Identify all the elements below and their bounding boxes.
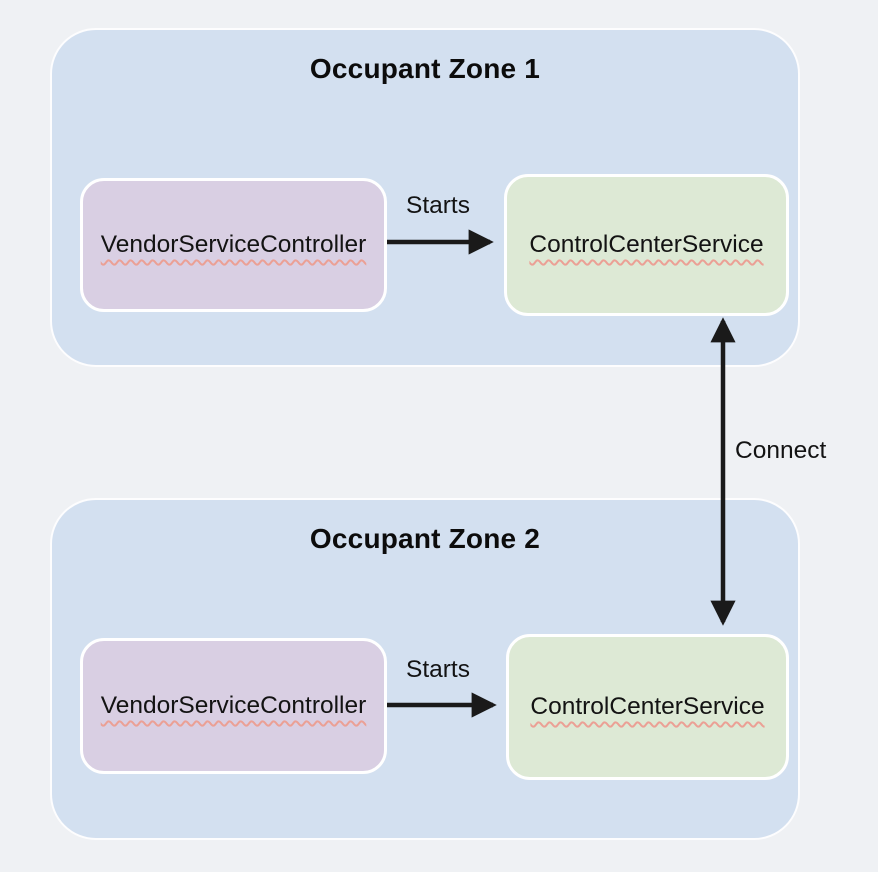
node-label-control-center-service-zone1: ControlCenterService: [529, 231, 764, 258]
occupant-zone-2: Occupant Zone 2 VendorServiceController …: [50, 498, 800, 840]
edge-label-starts-zone1: Starts: [406, 192, 470, 219]
node-label-vendor-service-controller-zone1: VendorServiceController: [100, 231, 367, 258]
occupant-zone-2-title: Occupant Zone 2: [309, 523, 541, 554]
node-control-center-service-zone1: ControlCenterService: [504, 174, 789, 316]
node-control-center-service-zone2: ControlCenterService: [506, 634, 789, 780]
node-label-control-center-service-zone2: ControlCenterService: [530, 693, 765, 720]
edge-label-connect: Connect: [735, 437, 827, 464]
edge-label-starts-zone2: Starts: [406, 656, 470, 683]
occupant-zone-1: Occupant Zone 1 VendorServiceController …: [50, 28, 800, 367]
occupant-zone-1-title: Occupant Zone 1: [309, 53, 541, 84]
node-vendor-service-controller-zone1: VendorServiceController: [80, 178, 387, 312]
node-label-vendor-service-controller-zone2: VendorServiceController: [100, 692, 367, 719]
node-vendor-service-controller-zone2: VendorServiceController: [80, 638, 387, 774]
